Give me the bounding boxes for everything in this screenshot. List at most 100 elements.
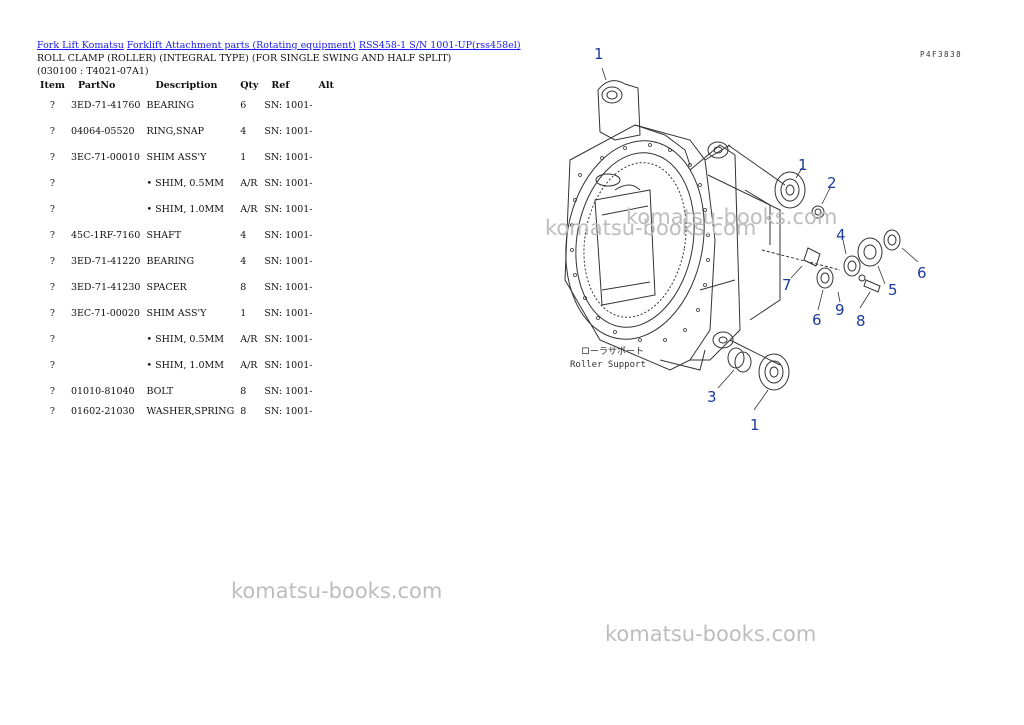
cell-ref: SN: 1001- (264, 125, 313, 137)
callout-7-shim: 7 (782, 276, 792, 294)
cell-ref: SN: 1001- (264, 151, 313, 163)
roller-support-label: ローラサポート Roller Support (570, 346, 646, 370)
cell-item: ? (49, 385, 56, 397)
cell-ref: SN: 1001- (264, 281, 313, 293)
table-row: ? 01602-21030 WASHER,SPRING 8 SN: 1001- (37, 404, 337, 420)
cell-partno: 01010-81040 (70, 385, 135, 397)
cell-alt (316, 144, 337, 170)
cell-alt (316, 118, 337, 144)
callout-4-shaft: 4 (836, 226, 846, 244)
cell-alt (316, 222, 337, 248)
roller-support-label-en: Roller Support (570, 360, 646, 370)
cell-partno: 3ED-71-41760 (70, 99, 141, 111)
exploded-parts (727, 171, 901, 391)
cell-description: SHIM ASS'Y (146, 151, 207, 163)
leader-lines (601, 67, 919, 411)
table-row: ? • SHIM, 1.0MM A/R SN: 1001- (37, 196, 337, 222)
header-item: Item (40, 80, 65, 91)
cell-qty: 8 (240, 385, 247, 397)
cell-alt (316, 248, 337, 274)
watermark: komatsu-books.com (626, 205, 838, 229)
cell-partno (68, 326, 144, 352)
cell-description: WASHER,SPRING (146, 406, 235, 417)
cell-ref: SN: 1001- (264, 177, 313, 189)
cell-qty: 8 (240, 406, 247, 417)
cell-alt (316, 404, 337, 420)
lifting-lug (597, 80, 641, 141)
cell-description: • SHIM, 1.0MM (146, 203, 224, 215)
cell-item: ? (49, 125, 56, 137)
cell-ref: SN: 1001- (264, 333, 313, 345)
cell-ref: SN: 1001- (264, 255, 313, 267)
cell-qty: 1 (240, 307, 247, 319)
table-header-row: Item PartNo Description Qty Ref Alt (37, 80, 337, 92)
watermark: komatsu-books.com (605, 622, 817, 646)
cell-qty: 4 (240, 125, 247, 137)
cell-ref: SN: 1001- (264, 406, 313, 417)
cell-item: ? (49, 307, 56, 319)
cell-item: ? (49, 151, 56, 163)
cell-ref: SN: 1001- (264, 99, 313, 111)
exploded-parts-diagram: 1 1 2 4 7 5 6 6 9 8 3 1 ローラサポート Roller S… (564, 45, 927, 434)
cell-ref: SN: 1001- (264, 229, 313, 241)
cell-partno (68, 170, 144, 196)
watermark: komatsu-books.com (231, 579, 443, 603)
cell-partno: 3EC-71-00010 (70, 151, 140, 163)
cell-partno: 3ED-71-41220 (70, 255, 141, 267)
cell-alt (316, 92, 337, 118)
cell-ref: SN: 1001- (264, 307, 313, 319)
callouts: 1 1 2 4 7 5 6 6 9 8 3 1 (594, 45, 927, 434)
cell-partno: 3ED-71-41230 (70, 281, 141, 293)
roller-mounts (707, 141, 786, 366)
header-alt: Alt (318, 80, 334, 91)
cell-item: ? (49, 359, 56, 371)
header-partno: PartNo (77, 80, 116, 91)
callout-5-bearing: 5 (888, 281, 898, 299)
breadcrumb-link-fork-lift-komatsu[interactable]: Fork Lift Komatsu (37, 40, 124, 51)
cell-description: BEARING (146, 255, 195, 267)
cell-item: ? (49, 203, 56, 215)
cell-description: SPACER (146, 281, 187, 293)
cell-ref: SN: 1001- (264, 203, 313, 215)
cell-description: SHAFT (146, 229, 182, 241)
cell-description: • SHIM, 0.5MM (146, 333, 224, 345)
housing-bolt-holes (570, 143, 710, 342)
cell-alt (316, 352, 337, 378)
cell-qty: 1 (240, 151, 247, 163)
cell-partno: 3EC-71-00020 (70, 307, 140, 319)
cell-item: ? (49, 333, 56, 345)
callout-1-bottom: 1 (750, 416, 760, 434)
cell-qty: A/R (240, 203, 258, 215)
cell-qty: 6 (240, 99, 247, 111)
callout-8-bolt: 8 (856, 312, 866, 330)
cell-partno: 01602-21030 (70, 406, 135, 417)
callout-1-top: 1 (594, 45, 604, 63)
cell-qty: 4 (240, 229, 247, 241)
cell-item: ? (49, 406, 56, 417)
callout-9-washer: 9 (835, 301, 845, 319)
cell-partno: 04064-05520 (70, 125, 135, 137)
roller-support-label-jp: ローラサポート (581, 346, 644, 357)
table-row: ? 3EC-71-00010 SHIM ASS'Y 1 SN: 1001- (37, 144, 337, 170)
breadcrumb-link-attachment-parts[interactable]: Forklift Attachment parts (Rotating equi… (126, 40, 356, 51)
cell-ref: SN: 1001- (264, 359, 313, 371)
callout-1-bearing: 1 (798, 156, 808, 174)
breadcrumb-link-model[interactable]: RSS458-1 S/N 1001-UP(rss458el) (358, 40, 521, 51)
cell-alt (316, 274, 337, 300)
cell-qty: A/R (240, 359, 258, 371)
cell-item: ? (49, 99, 56, 111)
callout-3-shims: 3 (707, 388, 717, 406)
roller-support-housing (564, 124, 741, 371)
cell-partno: 45C-1RF-7160 (70, 229, 141, 241)
cell-description: BOLT (146, 385, 174, 397)
cell-alt (316, 196, 337, 222)
